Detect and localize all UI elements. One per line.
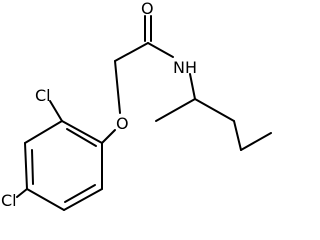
- bond-ch2-ch2: [233, 120, 242, 151]
- bond-ch2-ch3: [240, 132, 272, 151]
- bond-c2-cl: [49, 100, 63, 122]
- ring-bond-c1-c2: [61, 120, 103, 144]
- atom-label-ether-oxygen: O: [116, 114, 129, 133]
- ring-bond-c4-c5: [26, 188, 65, 211]
- ring-bond-c3-c4: [24, 142, 28, 190]
- bond-n-ch: [189, 73, 196, 100]
- bond-carbonyl-n: [147, 42, 174, 58]
- ring-bond-c5-c6: [63, 188, 103, 211]
- bond-ch-methyl: [155, 98, 196, 122]
- ring-bond-c2-c3: [24, 120, 63, 144]
- molecule-structure: O N H O Cl Cl: [1, 0, 272, 211]
- bond-ch-ch2: [194, 98, 235, 122]
- atom-label-chlorine-para: Cl: [1, 191, 17, 210]
- atom-label-chlorine-ortho: Cl: [35, 86, 51, 105]
- ring-double-bond-inner-1: [66, 128, 97, 147]
- bond-c1-o: [101, 129, 116, 144]
- atom-label-nitrogen: N: [173, 58, 185, 77]
- ring-double-bond-inner-3: [64, 184, 96, 203]
- atom-label-carbonyl-oxygen: O: [141, 0, 154, 18]
- atom-label-hydrogen: H: [185, 58, 197, 77]
- structure-canvas: O N H O Cl Cl: [1, 0, 272, 211]
- ring-double-bond-inner-2: [31, 149, 34, 185]
- bond-ch2-carbonyl: [114, 42, 149, 62]
- bond-o-ch2: [114, 60, 121, 114]
- bond-c4-cl: [16, 188, 28, 198]
